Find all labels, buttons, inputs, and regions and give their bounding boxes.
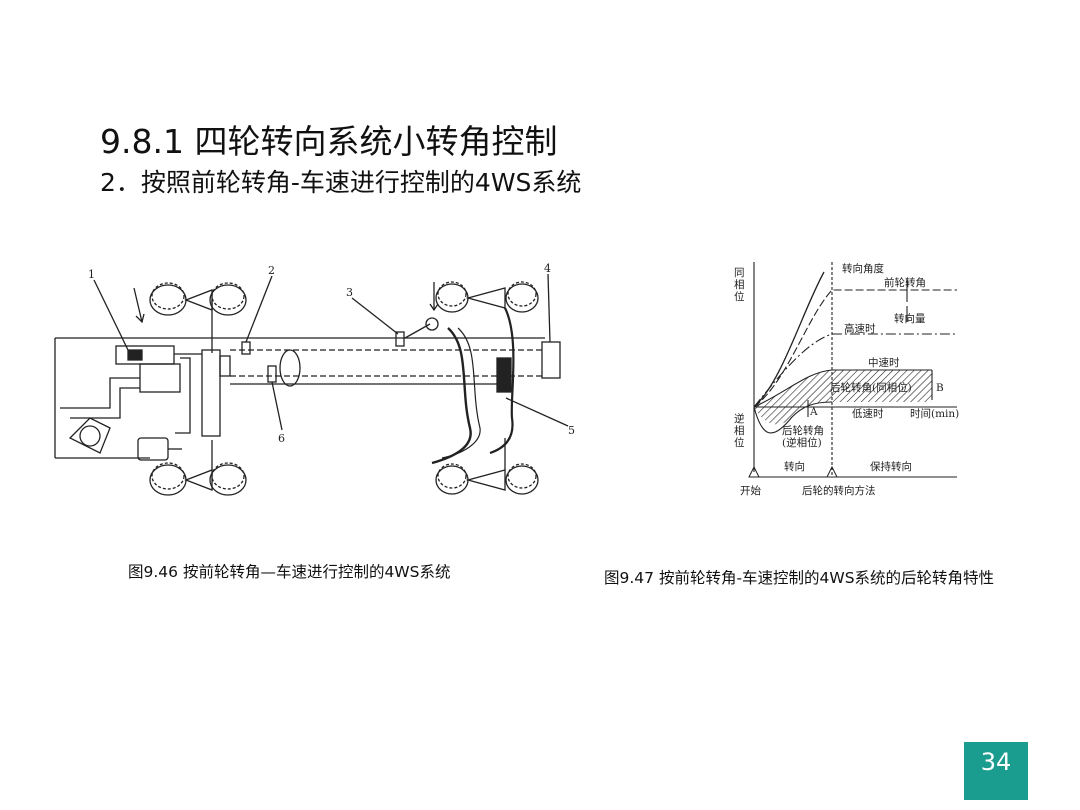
label-high-speed: 高速时 [844, 322, 876, 335]
figure-right-caption: 图9.47 按前轮转角-车速控制的4WS系统的后轮转角特性 [604, 569, 995, 587]
sensor-2 [241, 341, 251, 355]
right-front-wheel-b [505, 283, 539, 313]
rear-right-wheel [209, 464, 247, 496]
rear-actuator [201, 349, 221, 437]
callout-4: 4 [544, 262, 551, 275]
control-valve [115, 345, 175, 365]
callout-3: 3 [346, 286, 353, 299]
right-rear-wheel-a [435, 465, 469, 495]
joint [279, 349, 301, 387]
callout-5: 5 [568, 424, 575, 437]
label-hold: 保持转向 [870, 460, 912, 473]
label-start: 开始 [740, 484, 761, 497]
gear-box-5 [496, 357, 512, 393]
label-point-b: B [936, 382, 944, 394]
sensor-3 [395, 331, 405, 347]
figure-left-caption: 图9.46 按前轮转角—车速进行控制的4WS系统 [128, 563, 451, 581]
right-front-wheel-a [435, 283, 469, 313]
figure-rear-wheel-characteristic: 同相位 逆相位 转向角度 前轮转角 转向量 高速时 中速时 后轮转角(同相位) … [732, 262, 962, 502]
front-left-wheel [149, 284, 187, 316]
sensor-6 [267, 365, 277, 383]
right-rear-wheel-b [505, 465, 539, 495]
ecu-4 [541, 341, 561, 379]
label-rear-opposite-2: (逆相位) [782, 436, 822, 449]
label-steer-angle: 转向角度 [842, 262, 884, 275]
label-low-speed: 低速时 [852, 407, 884, 420]
label-opposite-phase: 逆相位 [734, 412, 745, 449]
callout-1: 1 [88, 268, 95, 281]
characteristic-chart: 同相位 逆相位 转向角度 前轮转角 转向量 高速时 中速时 后轮转角(同相位) … [734, 262, 959, 497]
figure-4ws-system-diagram: 1 2 3 4 5 6 [50, 258, 590, 508]
label-rear-opposite-1: 后轮转角 [782, 424, 824, 437]
label-rear-same: 后轮转角(同相位) [830, 381, 912, 394]
label-steer-amount: 转向量 [894, 312, 926, 325]
label-mid-speed: 中速时 [868, 356, 900, 369]
slide-subtitle: 2．按照前轮转角-车速进行控制的4WS系统 [100, 168, 582, 197]
label-method: 后轮的转向方法 [802, 484, 876, 497]
label-time: 时间(min) [910, 407, 959, 420]
page-number: 34 [964, 742, 1028, 800]
rear-left-wheel [149, 464, 187, 496]
label-steering: 转向 [784, 460, 805, 473]
slide-title: 9.8.1 四轮转向系统小转角控制 [100, 122, 558, 161]
label-point-a: A [809, 406, 818, 418]
motor [137, 437, 169, 461]
callout-2: 2 [268, 264, 275, 277]
label-front-angle: 前轮转角 [884, 276, 926, 289]
front-right-wheel [209, 284, 247, 316]
steering-column [68, 417, 111, 454]
callout-6: 6 [278, 432, 285, 445]
system-schematic: 1 2 3 4 5 6 [54, 262, 575, 496]
label-same-phase: 同相位 [734, 267, 745, 303]
